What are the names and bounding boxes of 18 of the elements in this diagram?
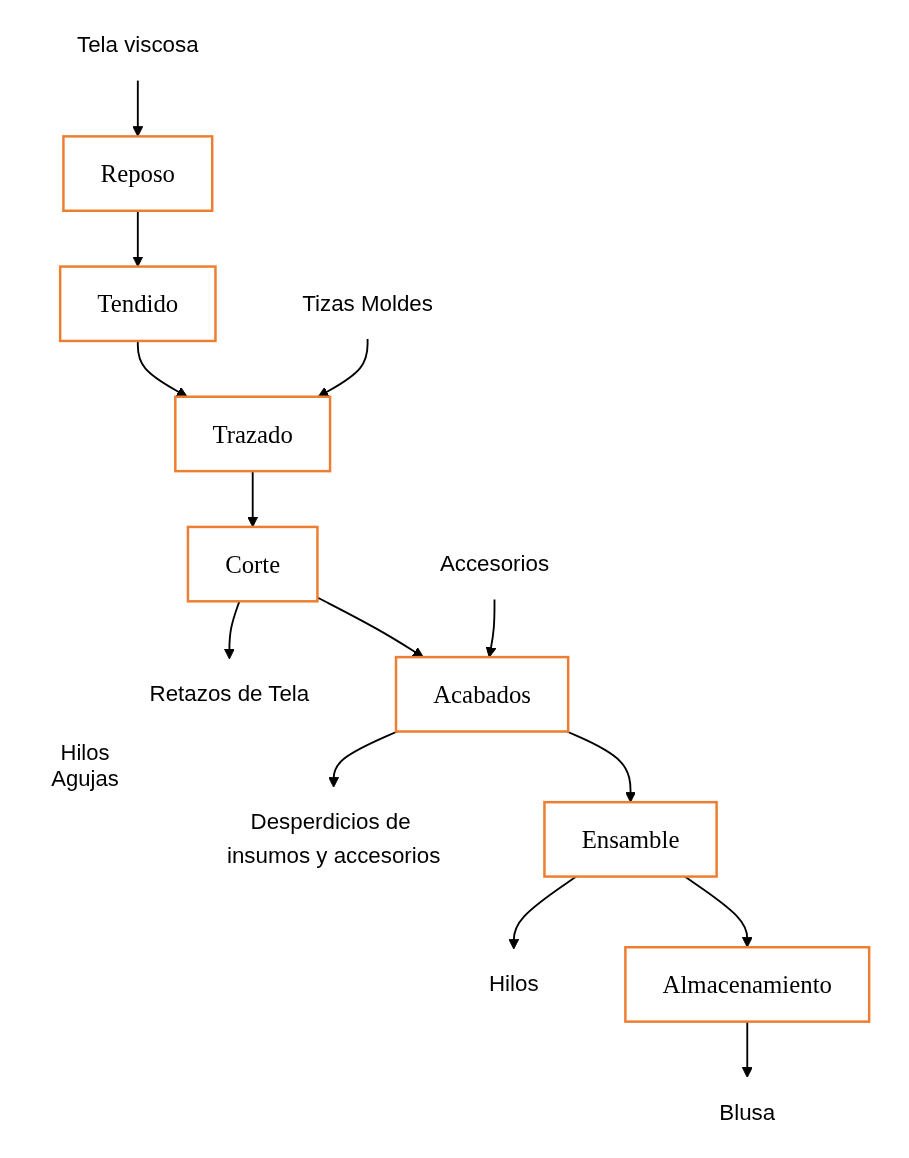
node-box: Almacenamiento: [624, 946, 871, 1023]
node-box: Tendido: [58, 265, 217, 343]
node-box: Reposo: [62, 135, 214, 212]
node-box: Trazado: [174, 395, 332, 473]
node-text: Desperdicios de insumos y accesorios: [226, 809, 441, 868]
node-text: Accesorios: [439, 551, 550, 576]
arrow: [132, 79, 144, 137]
node-text: Blusa: [719, 1099, 776, 1125]
arrow: [485, 598, 497, 658]
node-text: Tela viscosa: [77, 32, 199, 58]
node-text: Tizas Moldes: [302, 290, 433, 316]
note-text: Hilos Agujas: [50, 740, 120, 792]
arrow: [566, 730, 636, 803]
node-box: Ensamble: [543, 800, 718, 878]
node-text: Hilos: [488, 971, 539, 997]
node-box: Acabados: [394, 655, 570, 733]
node-text: Retazos de Tela: [149, 681, 310, 707]
node-box: Corte: [186, 525, 319, 603]
